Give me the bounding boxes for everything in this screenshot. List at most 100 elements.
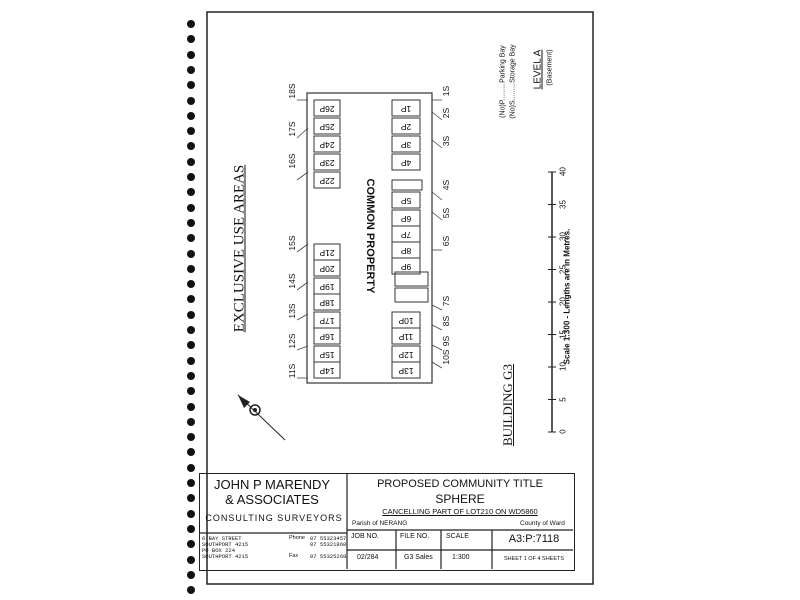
right-parking-bay-label: 6P: [400, 214, 411, 224]
scale-value: 1:300: [452, 554, 470, 561]
right-parking-bay-box: [391, 327, 421, 345]
firm-name-line1: JOHN P MARENDY: [213, 477, 331, 492]
binding-hole: [187, 310, 195, 319]
firm-name-line2: & ASSOCIATES: [225, 492, 319, 507]
left-parking-bay-label: 23P: [319, 158, 334, 168]
binding-hole: [187, 433, 195, 442]
right-parking-bay-box: [391, 257, 421, 275]
left-parking-bay-label: 24P: [319, 140, 334, 150]
stair-box-1: [391, 179, 423, 191]
left-parking-bay-box: [313, 99, 341, 117]
right-parking-bay-box: [391, 99, 421, 117]
proposal-line2: SPHERE: [435, 492, 485, 506]
binding-hole: [187, 50, 195, 59]
right-parking-bay-box: [391, 153, 421, 171]
binding-hole: [187, 417, 195, 426]
binding-hole: [187, 20, 195, 28]
address-line1: 6 BAY STREET: [202, 535, 242, 542]
left-parking-bay-label: 16P: [319, 332, 334, 342]
left-parking-bay-label: 21P: [319, 248, 334, 258]
right-parking-bay-label: 11P: [398, 332, 413, 342]
right-parking-bay-label: 7P: [400, 230, 411, 240]
plan-number: A3:P:7118: [508, 533, 560, 545]
binding-hole: [187, 249, 195, 258]
left-parking-bay-box: [313, 361, 341, 379]
file-no-label: FILE NO.: [400, 533, 430, 540]
right-parking-bay-label: 9P: [400, 262, 411, 272]
sheet-border: [206, 11, 594, 585]
sheet-number: SHEET 1 OF 4 SHEETS: [503, 556, 565, 562]
right-parking-bay-label: 5P: [400, 196, 411, 206]
binding-hole: [187, 234, 195, 243]
right-parking-bay-box: [391, 117, 421, 135]
binding-hole: [187, 540, 195, 549]
proposal-line1: PROPOSED COMMUNITY TITLE: [377, 478, 543, 490]
scale-bar: [548, 171, 556, 433]
right-parking-bay-label: 1P: [400, 104, 411, 114]
right-parking-bay-label: 10P: [398, 316, 413, 326]
right-parking-bay-label: 13P: [398, 366, 413, 376]
stair-box-3: [394, 287, 429, 303]
left-parking-bay-label: 18P: [319, 298, 334, 308]
scale-label: SCALE: [446, 533, 469, 540]
fax-label: Fax: [289, 553, 299, 559]
binding-hole: [187, 326, 195, 334]
address-line2: SOUTHPORT 4215: [202, 541, 249, 548]
binding-hole: [187, 463, 195, 472]
left-parking-bay-box: [313, 171, 341, 189]
address-line3: PO BOX 224: [202, 547, 236, 554]
binding-hole: [187, 570, 195, 579]
left-parking-bay-label: 17P: [319, 316, 334, 326]
binding-hole: [187, 341, 195, 350]
binding-hole: [187, 448, 195, 457]
right-parking-bay-label: 8P: [400, 246, 411, 256]
binding-hole: [187, 142, 195, 151]
left-parking-bay-label: 14P: [319, 366, 334, 376]
binding-hole: [187, 494, 195, 503]
binding-hole: [187, 81, 195, 90]
left-parking-bay-box: [313, 293, 341, 311]
binding-hole: [187, 402, 195, 411]
left-parking-bay-label: 26P: [319, 104, 334, 114]
county: County of Ward: [520, 520, 565, 527]
left-parking-bay-box: [313, 259, 341, 277]
firm-subtitle: CONSULTING SURVEYORS: [205, 513, 343, 523]
binding-hole: [187, 173, 195, 181]
binding-hole: [187, 479, 195, 487]
binding-hole: [187, 586, 195, 595]
right-parking-bay-label: 12P: [398, 350, 413, 360]
left-parking-bay-box: [313, 135, 341, 153]
phone-1: 07 55323457: [310, 535, 347, 542]
binding-hole: [187, 524, 195, 533]
binding-hole: [187, 295, 195, 304]
left-parking-bay-label: 20P: [319, 264, 334, 274]
title-block: [199, 473, 575, 571]
right-parking-bay-box: [391, 191, 421, 209]
binding-hole: [187, 509, 195, 518]
right-parking-bay-box: [391, 135, 421, 153]
binding-hole: [187, 96, 195, 105]
job-no-value: 02/284: [357, 554, 379, 561]
binding-hole: [187, 280, 195, 289]
job-no-label: JOB NO.: [351, 533, 380, 540]
binding-hole: [187, 387, 195, 396]
right-parking-bay-label: 3P: [400, 140, 411, 150]
binding-hole: [187, 356, 195, 365]
left-parking-bay-label: 25P: [319, 122, 334, 132]
parish: Parish of NERANG: [352, 520, 408, 527]
binding-hole: [187, 157, 195, 166]
building-outline: [306, 92, 433, 384]
binding-hole: [187, 203, 195, 212]
phone-2: 07 55321860: [310, 541, 347, 548]
left-parking-bay-box: [313, 117, 341, 135]
left-parking-bay-label: 22P: [319, 176, 334, 186]
binding-hole: [187, 555, 195, 564]
right-parking-bay-label: 4P: [400, 158, 411, 168]
binding-hole: [187, 65, 195, 74]
binding-hole: [187, 264, 195, 273]
